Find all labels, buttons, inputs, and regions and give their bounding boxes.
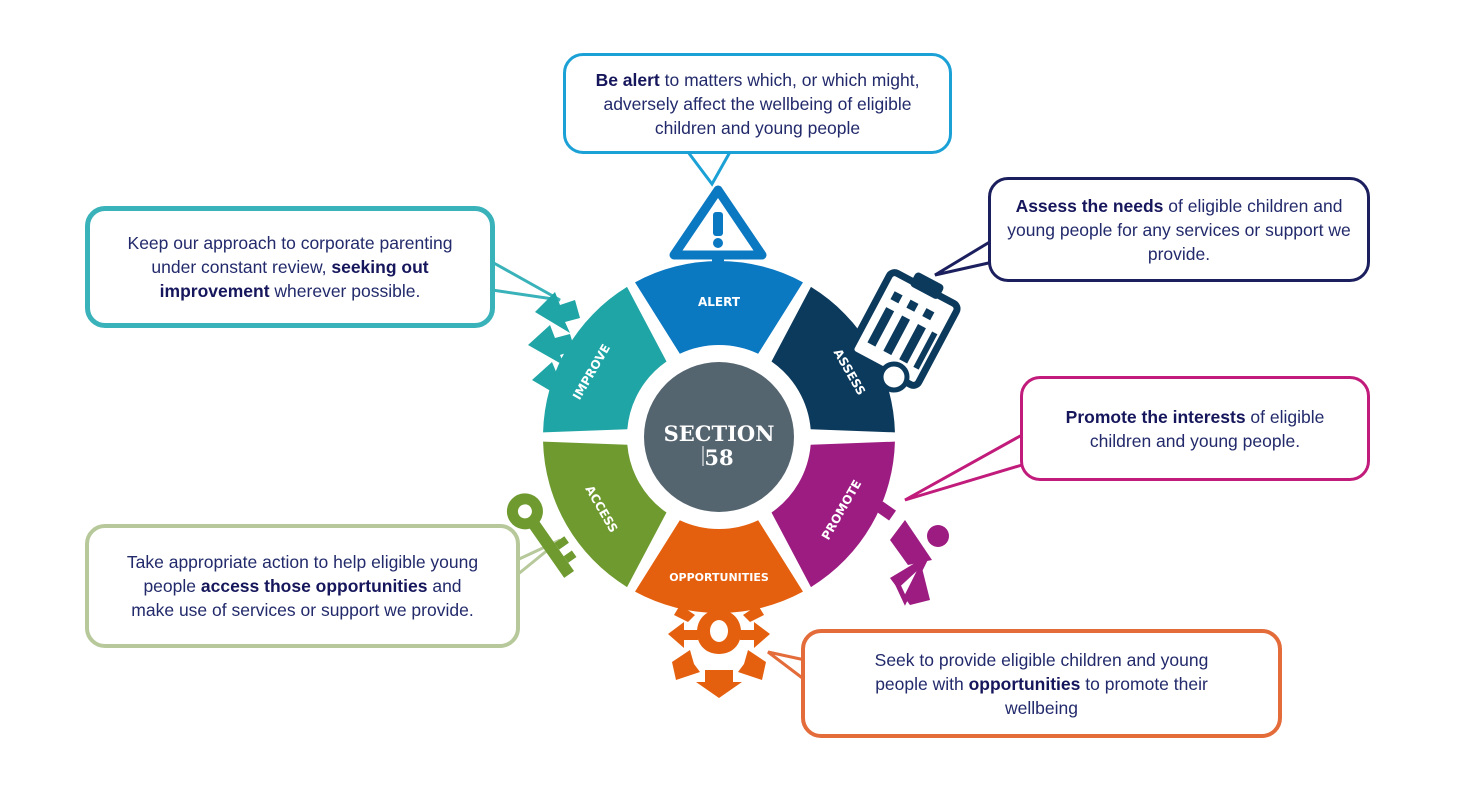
improve-callout: Keep our approach to corporate parenting… <box>85 206 495 328</box>
access-callout: Take appropriate action to help eligible… <box>85 524 520 648</box>
segment-label-opportunities: OPPORTUNITIES <box>669 571 769 584</box>
alert-callout-text: to matters which, or which might, advers… <box>603 69 920 138</box>
segment-label-alert: ALERT <box>698 295 741 309</box>
clipboard-icon <box>847 269 961 389</box>
alert-callout-bold: Be alert <box>595 69 660 90</box>
access-callout-bold: access those opportunities <box>200 576 428 596</box>
improve-callout-bold: seeking out improvement <box>159 257 429 301</box>
assess-callout-text: of eligible children and young people fo… <box>1007 195 1351 264</box>
access-callout-text-post: and make use of services or support we p… <box>131 576 474 620</box>
promote-callout: Promote the interests of eligible childr… <box>1020 376 1370 481</box>
opportunities-callout-text-post: to promote their wellbeing <box>1005 673 1208 718</box>
warning-icon <box>669 185 767 278</box>
segment-improve <box>543 286 667 433</box>
alert-connector <box>686 151 732 187</box>
assess-callout-bold: Assess the needs <box>1015 195 1164 216</box>
segment-assess <box>771 286 895 433</box>
alert-callout: Be alert to matters which, or which migh… <box>563 53 952 154</box>
improve-callout-text-post: wherever possible. <box>269 281 421 301</box>
assess-connector <box>934 238 994 277</box>
segment-promote <box>771 441 895 588</box>
upward-arrows-icon <box>528 292 580 400</box>
megaphone-person-icon <box>876 501 949 606</box>
segment-opportunities <box>635 520 803 613</box>
opportunities-connector <box>767 650 806 682</box>
segment-access <box>543 441 667 588</box>
access-callout-text-pre: Take appropriate action to help eligible… <box>126 552 479 596</box>
center-number: 58 <box>704 445 733 470</box>
assess-callout: Assess the needs of eligible children an… <box>988 177 1370 282</box>
directions-arrows-icon <box>668 605 770 698</box>
center-circle <box>644 362 794 512</box>
segment-alert <box>635 261 803 354</box>
improve-callout-text-pre: Keep our approach to corporate parenting… <box>127 233 453 277</box>
opportunities-callout-text-pre: Seek to provide eligible children and yo… <box>874 649 1209 694</box>
improve-connector <box>491 260 561 302</box>
opportunities-callout: Seek to provide eligible children and yo… <box>801 629 1282 738</box>
promote-callout-text: of eligible children and young people. <box>1089 406 1325 451</box>
promote-connector <box>904 433 1023 502</box>
opportunities-callout-bold: opportunities <box>968 673 1081 694</box>
promote-callout-bold: Promote the interests <box>1065 406 1246 427</box>
center-title: SECTION <box>664 421 775 446</box>
key-icon <box>506 493 577 578</box>
clock-icon <box>878 361 910 393</box>
